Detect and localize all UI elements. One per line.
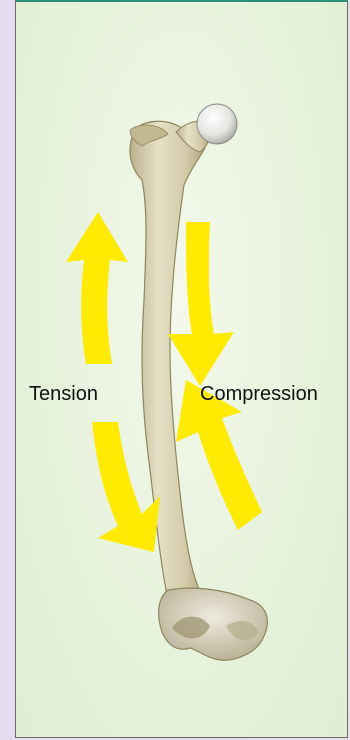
tension-label: Tension [29, 383, 98, 406]
tension-arrow-up-icon [66, 212, 128, 364]
compression-arrow-down-icon [168, 222, 234, 386]
compression-label: Compression [200, 383, 318, 406]
